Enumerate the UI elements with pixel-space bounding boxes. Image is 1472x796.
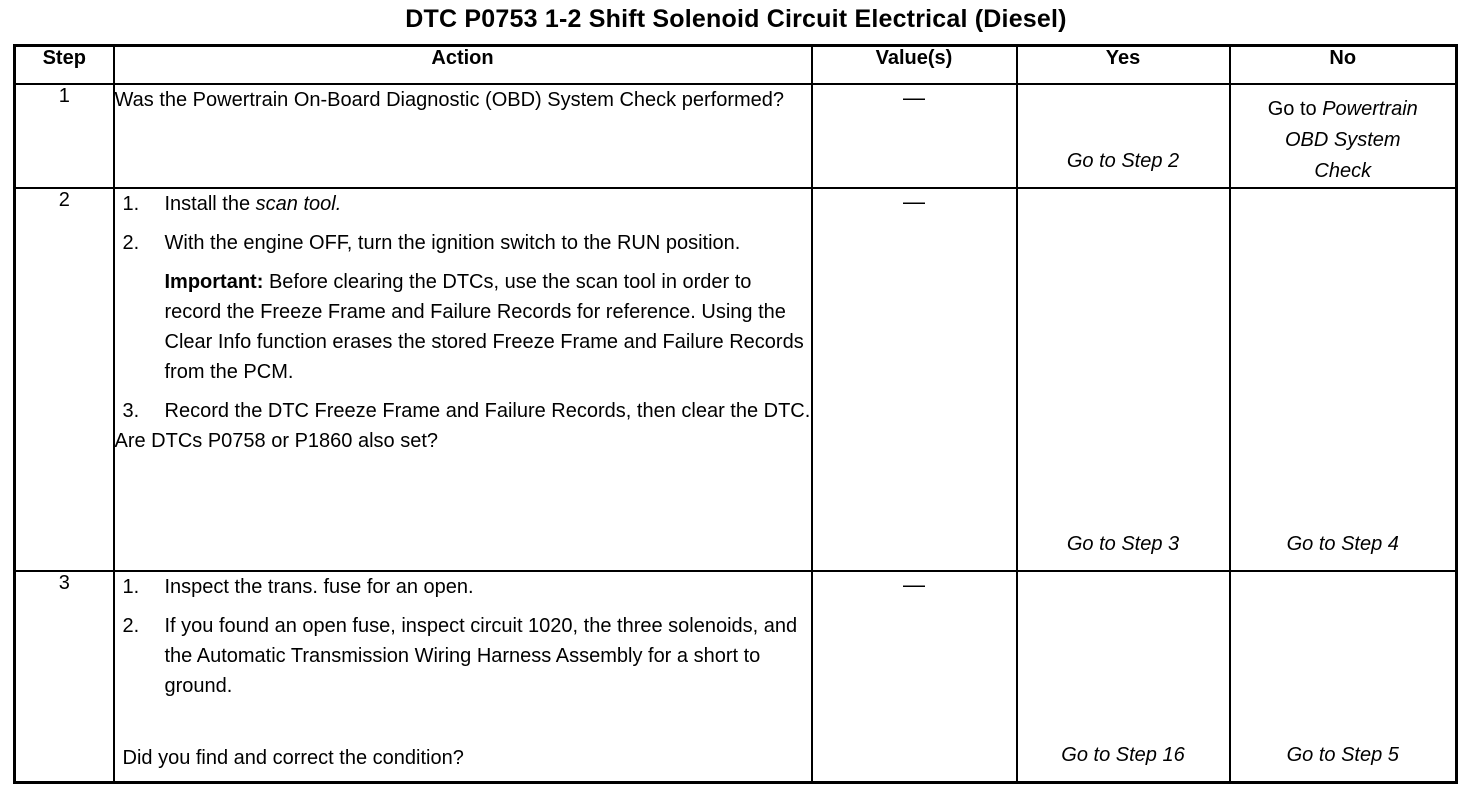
value-content: — <box>810 570 1018 783</box>
list-item: 3. Record the DTC Freeze Frame and Failur… <box>115 396 811 426</box>
table-row: 2 1. Install the scan tool. 2. With the en… <box>13 187 1458 572</box>
list-item-number: 1. <box>122 576 140 598</box>
no-branch-reference-2: OBD System <box>1284 129 1401 151</box>
column-header-yes: Yes <box>1015 44 1231 85</box>
step-number: 3 <box>13 570 115 783</box>
list-item-number: 2. <box>122 615 140 637</box>
value-content: — <box>810 187 1018 572</box>
diagnostic-table-wrapper: Step Action Value(s) Yes No 1 Was the Po… <box>13 44 1458 784</box>
column-header-no: No <box>1228 44 1458 85</box>
table-row: 1 Was the Powertrain On-Board Diagnostic… <box>13 83 1458 189</box>
no-branch-reference-3: Check <box>1314 160 1372 182</box>
list-item-number: 1. <box>122 193 140 215</box>
no-branch-text: Go to Step 4 <box>1286 533 1399 555</box>
list-item: 2. If you found an open fuse, inspect cir… <box>115 611 811 701</box>
list-item-text: If you found an open fuse, inspect circu… <box>164 615 798 697</box>
list-item-text: Install the <box>164 193 256 215</box>
table-row: 3 1. Inspect the trans. fuse for an open.… <box>13 570 1458 783</box>
list-item-emphasis: scan tool. <box>255 193 342 215</box>
yes-branch: Go to Step 3 <box>1015 187 1231 572</box>
no-branch: Go to Step 5 <box>1228 570 1458 783</box>
important-label: Important: <box>164 271 264 293</box>
action-step-list-continued: 3. Record the DTC Freeze Frame and Failur… <box>115 396 811 426</box>
no-branch-text: Go to Step 5 <box>1286 743 1399 766</box>
step-number: 2 <box>13 187 115 572</box>
no-branch-line-1: Go to Powertrain <box>1231 94 1456 125</box>
list-item-number: 3. <box>122 400 140 422</box>
important-note: Important: Before clearing the DTCs, use… <box>115 267 811 387</box>
yes-branch: Go to Step 2 <box>1015 83 1231 189</box>
list-item: 1. Install the scan tool. <box>115 189 811 219</box>
action-content: 1. Install the scan tool. 2. With the engi… <box>112 187 813 572</box>
list-item: 2. With the engine OFF, turn the ignition… <box>115 228 811 258</box>
action-content: 1. Inspect the trans. fuse for an open. 2… <box>112 570 813 783</box>
yes-branch-text: Go to Step 2 <box>1066 150 1180 172</box>
action-content: Was the Powertrain On-Board Diagnostic (… <box>112 83 813 189</box>
diagnostic-table: Step Action Value(s) Yes No 1 Was the Po… <box>13 44 1458 784</box>
step-number: 1 <box>13 83 115 189</box>
action-step-list: 1. Inspect the trans. fuse for an open. 2… <box>115 572 811 701</box>
table-header-row: Step Action Value(s) Yes No <box>13 44 1458 85</box>
list-item-number: 2. <box>122 232 140 254</box>
no-branch: Go to Powertrain OBD System Check <box>1228 83 1458 189</box>
yes-branch-text: Go to Step 16 <box>1061 743 1185 766</box>
column-header-action: Action <box>112 44 813 85</box>
no-branch-reference-1: Powertrain <box>1322 98 1418 120</box>
action-step-list: 1. Install the scan tool. 2. With the engi… <box>115 189 811 258</box>
column-header-step: Step <box>13 44 115 85</box>
important-text: Before clearing the DTCs, use the scan t… <box>164 271 804 383</box>
action-question: Was the Powertrain On-Board Diagnostic (… <box>114 89 785 111</box>
list-item-text: Record the DTC Freeze Frame and Failure … <box>164 400 811 422</box>
list-item: 1. Inspect the trans. fuse for an open. <box>115 572 811 602</box>
no-branch: Go to Step 4 <box>1228 187 1458 572</box>
list-item-text: With the engine OFF, turn the ignition s… <box>164 232 741 254</box>
no-branch-prefix: Go to <box>1267 98 1323 120</box>
action-question: Are DTCs P0758 or P1860 also set? <box>114 430 439 452</box>
column-header-value: Value(s) <box>810 44 1018 85</box>
list-item-text: Inspect the trans. fuse for an open. <box>164 576 474 598</box>
yes-branch: Go to Step 16 <box>1015 570 1231 783</box>
yes-branch-text: Go to Step 3 <box>1066 533 1180 555</box>
page-title: DTC P0753 1-2 Shift Solenoid Circuit Ele… <box>405 5 1067 33</box>
value-content: — <box>810 83 1018 189</box>
action-question: Did you find and correct the condition? <box>122 746 464 769</box>
